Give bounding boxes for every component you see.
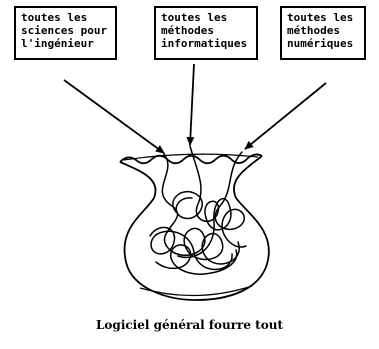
arrow-right — [245, 83, 326, 149]
box-line: informatiques — [161, 37, 251, 50]
source-box-informatiques: toutes les méthodes informatiques — [154, 6, 258, 60]
box-line: sciences pour — [21, 24, 110, 37]
box-line: toutes les — [287, 11, 359, 24]
source-box-sciences: toutes les sciences pour l'ingénieur — [14, 6, 117, 60]
arrow-left — [64, 80, 164, 153]
box-line: méthodes — [161, 24, 251, 37]
box-line: numériques — [287, 37, 359, 50]
box-line: l'ingénieur — [21, 37, 110, 50]
tangled-threads — [150, 146, 246, 274]
diagram-caption: Logiciel général fourre tout — [0, 318, 379, 332]
box-line: toutes les — [21, 11, 110, 24]
arrow-middle — [190, 64, 194, 145]
box-line: toutes les — [161, 11, 251, 24]
box-line: méthodes — [287, 24, 359, 37]
sack — [120, 154, 269, 300]
source-box-numeriques: toutes les méthodes numériques — [280, 6, 366, 60]
